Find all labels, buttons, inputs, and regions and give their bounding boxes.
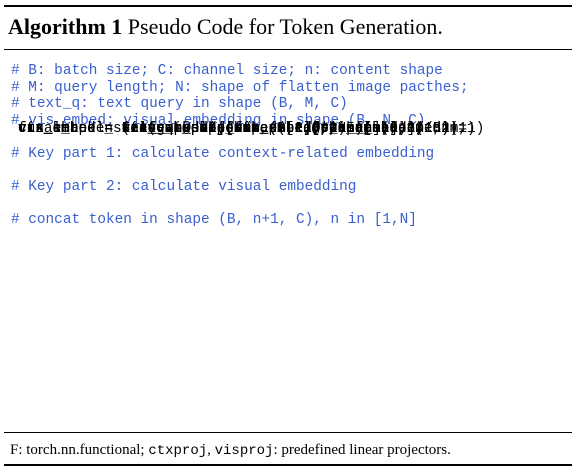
footer-rule: [4, 432, 572, 433]
algorithm-block: Algorithm 1 Pseudo Code for Token Genera…: [4, 5, 572, 466]
code-blank-line: [11, 196, 469, 213]
code-comment-line: # vis_embed: visual embedding in shape (…: [11, 112, 426, 129]
code-line: ctx_embed = text_q @ vis_embed.transpose…: [18, 121, 424, 137]
algorithm-title: Pseudo Code for Token Generation.: [122, 14, 443, 39]
top-rule: [4, 5, 572, 7]
code-line: ctx_embed = ctx_embed / (vis_embed.shape…: [18, 121, 450, 137]
code-line: ctx_embed = (ctx_embed.softmax(-1)@vis_e…: [18, 121, 476, 137]
code-line: vis_embed = vis_embed.permute(0,2,3,1).f…: [18, 121, 459, 137]
code-line: vis_embed = vis_embed.reshape(B, cur_sha…: [18, 121, 450, 137]
footnote-text-1: F: torch.nn.functional;: [10, 442, 149, 458]
code-listing: # B: batch size; C: channel size; n: con…: [11, 63, 484, 229]
code-comment-line: # M: query length; N: shape of flatten i…: [11, 79, 469, 96]
algorithm-caption: Algorithm 1 Pseudo Code for Token Genera…: [8, 14, 443, 40]
code-comment-line: # concat token in shape (B, n+1, C), n i…: [11, 212, 417, 229]
code-blank-line: [11, 163, 469, 180]
code-line: kernel_size=cur_shape//n, stride=cur_sha…: [18, 121, 450, 137]
code-line: vis_embed = F.avg_pool2d(vis_embed.permu…: [18, 121, 468, 137]
footnote-code-visproj: visproj: [214, 443, 274, 459]
code-comment-line: # Key part 2: calculate visual embedding: [11, 179, 357, 196]
code-line: vis_embed = self.visproj(vis_embed): [18, 121, 321, 137]
footnote-code-ctxproj: ctxproj: [148, 443, 208, 459]
bottom-rule: [4, 464, 572, 466]
caption-rule: [4, 49, 572, 50]
code-comment-line: # text_q: text query in shape (B, M, C): [11, 96, 348, 113]
algorithm-footnote: F: torch.nn.functional; ctxproj, visproj…: [10, 440, 451, 461]
code-comment-line: # Key part 1: calculate context-related …: [11, 145, 435, 162]
code-line: ctx_embed = self.ctxproj(ctx_embed[:,Non…: [18, 121, 390, 137]
code-line: cur_shape = int(vis_embed.shape[1]**0.5): [18, 121, 364, 137]
footnote-text-2: ,: [207, 442, 215, 458]
code-comment-line: # B: batch size; C: channel size; n: con…: [11, 63, 443, 79]
code-line: final_token = torch.cat([ctx_embed, vis_…: [18, 121, 485, 137]
footnote-text-3: : predefined linear projectors.: [273, 442, 451, 458]
algorithm-label: Algorithm 1: [8, 14, 123, 39]
